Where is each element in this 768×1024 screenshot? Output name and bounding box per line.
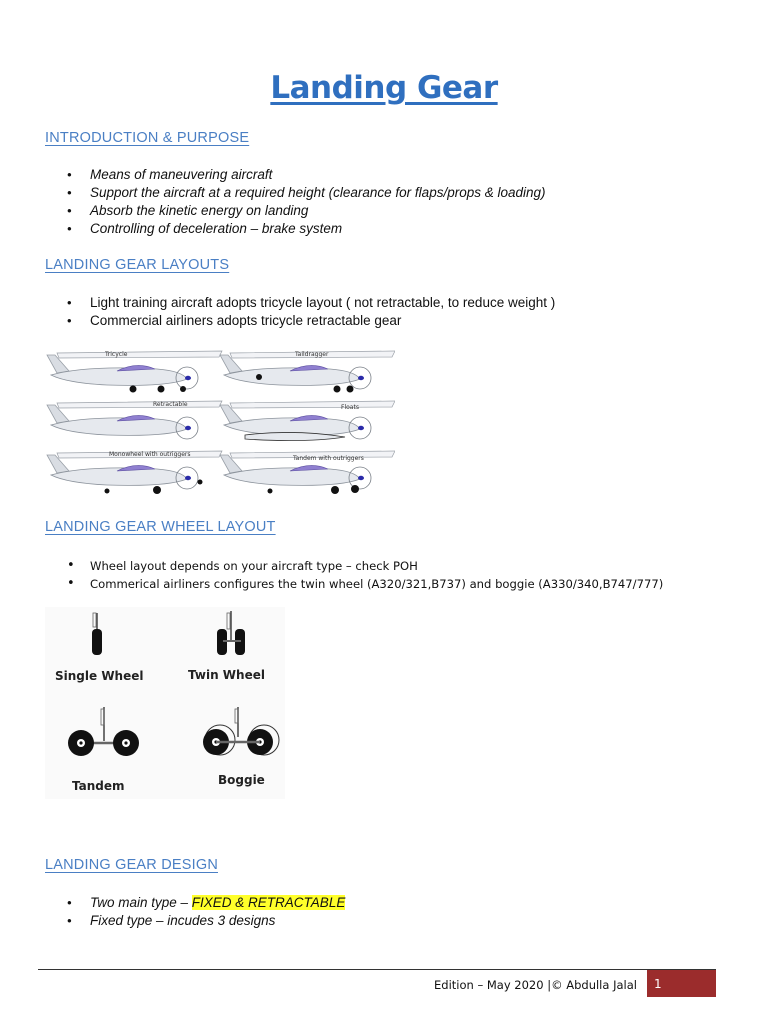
wheel-config-figure: Single Wheel Twin Wheel Tandem Boggie: [45, 607, 285, 799]
figure-label: Tandem with outriggers: [292, 455, 364, 462]
section-heading-design: LANDING GEAR DESIGN: [45, 857, 218, 873]
tandem-plane: Tandem with outriggers: [219, 450, 395, 494]
section-heading-layouts: LANDING GEAR LAYOUTS: [45, 257, 230, 273]
highlighted-text: FIXED & RETRACTABLE: [191, 895, 346, 910]
figure-label: Tricycle: [104, 351, 128, 358]
design-list: Two main type – FIXED & RETRACTABLE Fixe…: [45, 894, 346, 930]
single-wheel-diagram: Single Wheel: [55, 612, 144, 683]
list-item: Absorb the kinetic energy on landing: [45, 202, 546, 220]
list-item: Commercial airliners adopts tricycle ret…: [45, 312, 555, 330]
monowheel-plane: Monowheel with outriggers: [46, 450, 223, 494]
tandem-diagram: Tandem: [68, 707, 139, 793]
figure-label: Floats: [341, 404, 359, 411]
taildragger-plane: Taildragger: [219, 350, 395, 393]
list-item: Means of maneuvering aircraft: [45, 166, 546, 184]
page-title: Landing Gear: [270, 70, 498, 106]
figure-label: Tandem: [72, 779, 125, 793]
layouts-list: Light training aircraft adopts tricycle …: [45, 294, 555, 330]
intro-list: Means of maneuvering aircraft Support th…: [45, 166, 546, 238]
page-number-badge: 1: [647, 970, 716, 997]
list-item: Support the aircraft at a required heigh…: [45, 184, 546, 202]
list-item: Controlling of deceleration – brake syst…: [45, 220, 546, 238]
list-item: Light training aircraft adopts tricycle …: [45, 294, 555, 312]
twin-wheel-diagram: Twin Wheel: [188, 611, 265, 682]
list-item: Two main type – FIXED & RETRACTABLE: [45, 894, 346, 912]
list-item: Commerical airliners configures the twin…: [45, 575, 663, 593]
boggie-diagram: Boggie: [203, 707, 280, 787]
tricycle-plane: Tricycle: [46, 350, 223, 393]
list-item-text: Two main type –: [90, 895, 192, 910]
wheel-layout-list: Wheel layout depends on your aircraft ty…: [45, 557, 663, 593]
figure-label: Boggie: [218, 773, 265, 787]
footer-text: Edition – May 2020 |© Abdulla Jalal: [434, 978, 637, 992]
section-heading-wheel-layout: LANDING GEAR WHEEL LAYOUT: [45, 519, 276, 535]
figure-label: Single Wheel: [55, 669, 144, 683]
figure-label: Retractable: [153, 401, 188, 408]
floats-plane: Floats: [219, 400, 395, 441]
retractable-plane: Retractable: [46, 400, 223, 440]
figure-label: Monowheel with outriggers: [109, 451, 191, 458]
list-item: Wheel layout depends on your aircraft ty…: [45, 557, 663, 575]
figure-label: Taildragger: [294, 351, 329, 358]
figure-label: Twin Wheel: [188, 668, 265, 682]
footer-divider: [38, 969, 716, 970]
gear-layouts-figure: Tricycle Taildragger Retractable Floats …: [46, 350, 395, 494]
section-heading-intro: INTRODUCTION & PURPOSE: [45, 130, 250, 146]
list-item: Fixed type – incudes 3 designs: [45, 912, 345, 930]
